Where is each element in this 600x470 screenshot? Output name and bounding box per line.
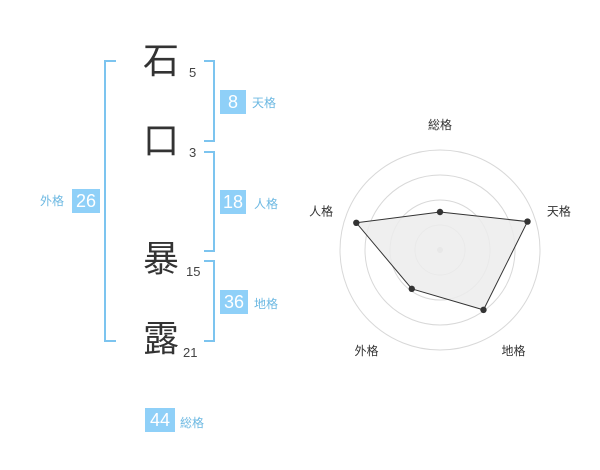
tenkaku-bracket — [204, 60, 215, 142]
chikaku-value: 36 — [220, 290, 248, 314]
radar-axis-label-3: 地格 — [501, 343, 525, 358]
radar-polygon — [355, 211, 529, 311]
radar-axis-label-5: 人格 — [309, 203, 333, 218]
tenkaku-value: 8 — [220, 90, 246, 114]
radar-points — [353, 208, 531, 314]
soukaku-value: 44 — [145, 408, 175, 432]
radar-point-3 — [480, 306, 487, 314]
jinkaku-value: 18 — [220, 190, 246, 214]
radar-point-5 — [353, 219, 360, 227]
radar-shape — [355, 211, 529, 311]
chikaku-bracket — [204, 260, 215, 342]
radar-ring — [364, 174, 516, 326]
gaikaku-value: 26 — [72, 189, 100, 213]
radar-axis-label-4: 外格 — [354, 343, 378, 358]
gaikaku-bracket — [104, 60, 116, 342]
name-char-3: 暴 — [142, 239, 179, 280]
stroke-count-2: 3 — [189, 145, 197, 160]
radar-point-4 — [408, 285, 415, 293]
radar-axis-label-2: 天格 — [547, 203, 571, 218]
tenkaku-label: 天格 — [252, 96, 277, 110]
stroke-count-4: 21 — [183, 345, 198, 360]
stroke-count-3: 15 — [186, 264, 201, 279]
name-char-4: 露 — [142, 319, 179, 360]
chikaku-label: 地格 — [254, 297, 279, 311]
radar-point-1 — [436, 208, 444, 216]
radar-ring — [339, 149, 541, 351]
jinkaku-label: 人格 — [254, 197, 279, 211]
jinkaku-bracket — [204, 151, 215, 252]
name-char-2: 口 — [142, 121, 179, 162]
stroke-count-1: 5 — [189, 65, 197, 80]
radar-axis-label-1: 総格 — [428, 117, 452, 132]
gaikaku-label: 外格 — [40, 194, 65, 208]
name-char-1: 石 — [142, 41, 179, 82]
radar-point-2 — [524, 218, 531, 225]
soukaku-label: 総格 — [180, 416, 205, 430]
